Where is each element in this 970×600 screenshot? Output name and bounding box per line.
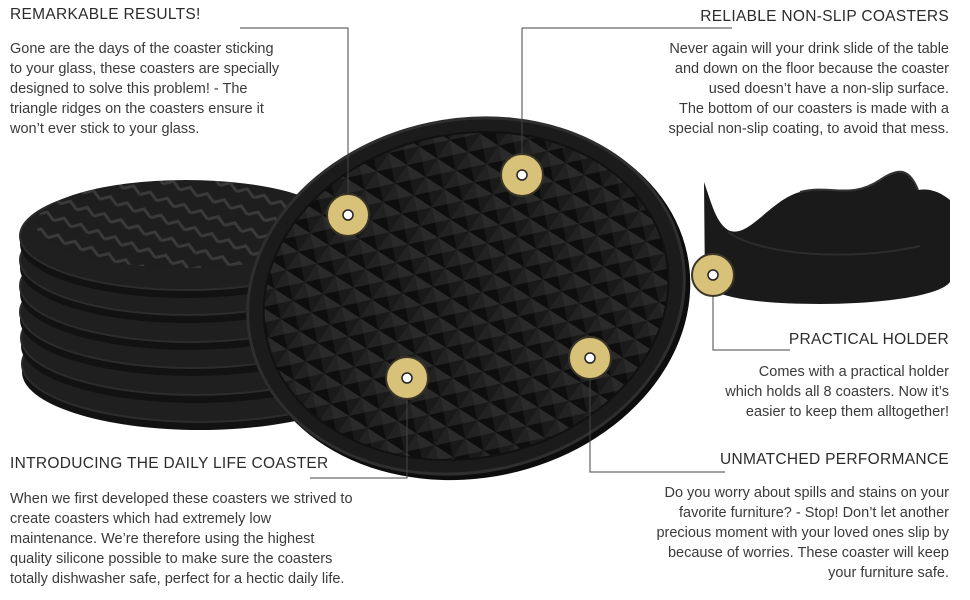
text-line: create coasters which had extremely low — [10, 511, 272, 527]
text-line: because of worries. These coaster will k… — [667, 545, 949, 561]
text-line: won’t ever stick to your glass. — [10, 121, 200, 137]
text-unmatched-performance: Do you worry about spills and stains on … — [656, 483, 949, 583]
text-line: triangle ridges on the coasters ensure i… — [10, 101, 264, 117]
callout-markers — [326, 153, 735, 400]
heading-non-slip: RELIABLE NON-SLIP COASTERS — [700, 8, 949, 25]
text-line: When we first developed these coasters w… — [10, 491, 353, 507]
text-line: your furniture safe. — [828, 565, 949, 581]
main-coaster — [246, 116, 691, 481]
coaster-holder — [704, 170, 950, 304]
text-introducing: When we first developed these coasters w… — [10, 489, 353, 589]
text-line: Gone are the days of the coaster stickin… — [10, 41, 274, 57]
callout-lines — [240, 27, 790, 479]
text-line: totally dishwasher safe, perfect for a h… — [10, 571, 345, 587]
marker-introducing — [385, 356, 429, 400]
text-line: favorite furniture? - Stop! Don’t let an… — [678, 505, 949, 521]
text-line: used doesn’t have a non-slip surface. — [708, 81, 949, 97]
marker-performance — [568, 336, 612, 380]
text-line: Comes with a practical holder — [758, 364, 949, 380]
text-line: easier to keep them alltogether! — [745, 404, 949, 420]
text-line: quality silicone possible to make sure t… — [10, 551, 333, 567]
text-line: maintenance. We’re therefore using the h… — [10, 531, 315, 547]
heading-introducing: INTRODUCING THE DAILY LIFE COASTER — [10, 455, 329, 472]
heading-unmatched-performance: UNMATCHED PERFORMANCE — [719, 451, 949, 468]
text-line: The bottom of our coasters is made with … — [679, 101, 949, 117]
text-line: which holds all 8 coasters. Now it’s — [725, 384, 949, 400]
text-remarkable-results: Gone are the days of the coaster stickin… — [10, 39, 279, 139]
text-line: designed to solve this problem! - The — [10, 81, 248, 97]
text-line: to your glass, these coasters are specia… — [10, 61, 280, 77]
text-line: precious moment with your loved ones sli… — [656, 525, 949, 541]
text-line: Never again will your drink slide of the… — [669, 41, 949, 57]
text-non-slip: Never again will your drink slide of the… — [669, 39, 949, 139]
marker-nonslip — [500, 153, 544, 197]
text-line: Do you worry about spills and stains on … — [664, 485, 949, 501]
text-line: special non-slip coating, to avoid that … — [668, 121, 949, 137]
marker-holder — [691, 253, 735, 297]
heading-remarkable-results: REMARKABLE RESULTS! — [10, 6, 201, 23]
text-line: and down on the floor because the coaste… — [674, 61, 949, 77]
heading-practical-holder: PRACTICAL HOLDER — [788, 331, 949, 348]
text-practical-holder: Comes with a practical holder which hold… — [725, 362, 949, 422]
marker-remarkable — [326, 193, 370, 237]
